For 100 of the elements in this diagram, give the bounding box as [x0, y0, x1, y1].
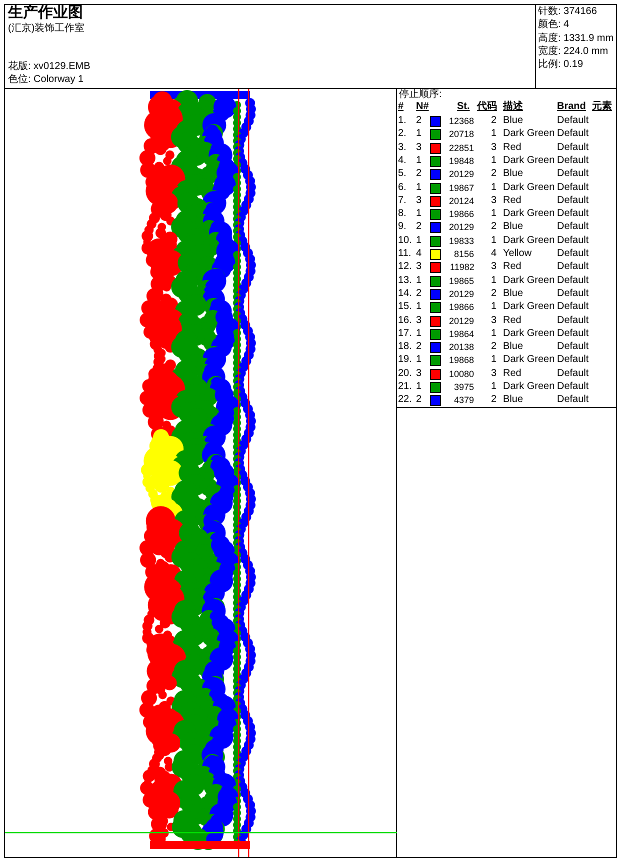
table-cell: 2	[416, 341, 422, 354]
table-cell: 20138	[449, 341, 474, 354]
table-cell: 1	[416, 301, 422, 314]
info-field: 颜色: 4	[538, 19, 570, 32]
table-cell: 1	[491, 234, 497, 247]
table-cell: Default	[557, 328, 589, 340]
table-cell: 2	[491, 394, 497, 406]
table-cell: 1	[416, 208, 422, 220]
table-cell: 13.	[398, 274, 412, 287]
table-cell: 2	[416, 221, 422, 234]
table-cell: 2	[491, 288, 497, 300]
table-cell: Default	[557, 381, 589, 393]
table-cell: 3	[416, 261, 422, 274]
table-cell: 19864	[449, 328, 474, 340]
info-field: 比例: 0.19	[538, 59, 584, 72]
table-cell: Default	[557, 221, 589, 234]
info-field: 针数: 374166	[538, 6, 597, 18]
table-cell: 6.	[398, 182, 406, 194]
table-cell: Default	[557, 208, 589, 220]
table-cell: 19.	[398, 354, 412, 366]
table-cell: 1	[491, 301, 497, 314]
table-cell: Dark Green	[503, 354, 555, 366]
table-cell: Dark Green	[503, 234, 555, 247]
table-cell: Red	[503, 194, 522, 207]
info-field: 高度: 1331.9 mm	[538, 32, 614, 45]
table-cell: 1.	[398, 115, 406, 127]
table-cell: Dark Green	[503, 328, 555, 340]
table-cell: Blue	[503, 168, 524, 180]
stop-sequence-heading: 停止顺序:	[399, 89, 442, 101]
table-cell: Dark Green	[503, 154, 555, 167]
table-cell: 1	[491, 128, 497, 140]
table-cell: 1	[491, 208, 497, 220]
table-cell: 8.	[398, 208, 406, 220]
table-cell: Dark Green	[503, 301, 555, 314]
table-cell: 1	[491, 381, 497, 393]
table-cell: 11982	[450, 261, 474, 274]
table-cell: 10080	[449, 368, 474, 380]
table-cell: 9.	[398, 221, 406, 234]
table-cell: 2	[491, 115, 497, 127]
table-cell: Blue	[503, 341, 524, 354]
table-cell: 3	[416, 314, 422, 326]
table-cell: 3	[491, 142, 497, 154]
table-cell: Default	[557, 368, 589, 380]
column-header: #	[398, 101, 404, 113]
column-header: 代码	[477, 101, 497, 113]
table-cell: 22851	[449, 142, 474, 154]
table-cell: 1	[416, 274, 422, 287]
table-cell: 20129	[449, 314, 474, 326]
column-header: N#	[416, 101, 429, 113]
table-cell: 19866	[449, 208, 474, 220]
table-cell: 12.	[398, 261, 412, 274]
table-cell: 2	[416, 288, 422, 300]
table-cell: 1	[416, 128, 422, 140]
table-cell: 19867	[449, 182, 474, 194]
table-cell: 18.	[398, 341, 412, 354]
table-cell: 1	[491, 182, 497, 194]
table-cell: 20.	[398, 368, 412, 380]
column-header: 描述	[503, 101, 523, 113]
table-cell: 20718	[449, 128, 474, 140]
table-cell: 11.	[398, 248, 412, 260]
table-cell: 20124	[449, 194, 474, 207]
table-cell: 1	[416, 234, 422, 247]
table-cell: 3.	[398, 142, 406, 154]
table-cell: 1	[491, 354, 497, 366]
table-cell: 1	[416, 328, 422, 340]
table-cell: Default	[557, 168, 589, 180]
table-cell: 19848	[449, 154, 474, 167]
table-cell: 2	[491, 221, 497, 234]
table-cell: Dark Green	[503, 274, 555, 287]
table-cell: Default	[557, 288, 589, 300]
table-cell: 1	[491, 328, 497, 340]
table-cell: 3	[491, 261, 497, 274]
table-cell: 1	[416, 154, 422, 167]
table-cell: 15.	[398, 301, 412, 314]
table-cell: Red	[503, 368, 522, 380]
table-cell: 2	[491, 341, 497, 354]
table-cell: Red	[503, 261, 522, 274]
table-cell: Default	[557, 301, 589, 314]
table-cell: Default	[557, 394, 589, 406]
table-cell: 2	[491, 168, 497, 180]
table-cell: Blue	[503, 288, 524, 300]
table-cell: 4379	[454, 394, 474, 406]
table-cell: Red	[503, 314, 522, 326]
title-heading: 生产作业图	[8, 4, 83, 22]
table-cell: Dark Green	[503, 128, 555, 140]
info-field: 宽度: 224.0 mm	[538, 46, 608, 58]
table-cell: 19866	[449, 301, 474, 314]
table-cell: Blue	[503, 221, 524, 234]
table-cell: 5.	[398, 168, 406, 180]
table-cell: 3	[491, 194, 497, 207]
table-cell: 3975	[454, 381, 474, 393]
colorway-name: 色位: Colorway 1	[8, 74, 84, 86]
column-header: Brand	[557, 101, 586, 113]
table-cell: Default	[557, 314, 589, 326]
table-cell: 4.	[398, 154, 406, 167]
company-name: (汇京)装饰工作室	[8, 23, 85, 35]
table-cell: Default	[557, 115, 589, 127]
table-cell: 19833	[449, 234, 474, 247]
table-cell: 2	[416, 115, 422, 127]
table-cell: 1	[491, 154, 497, 167]
